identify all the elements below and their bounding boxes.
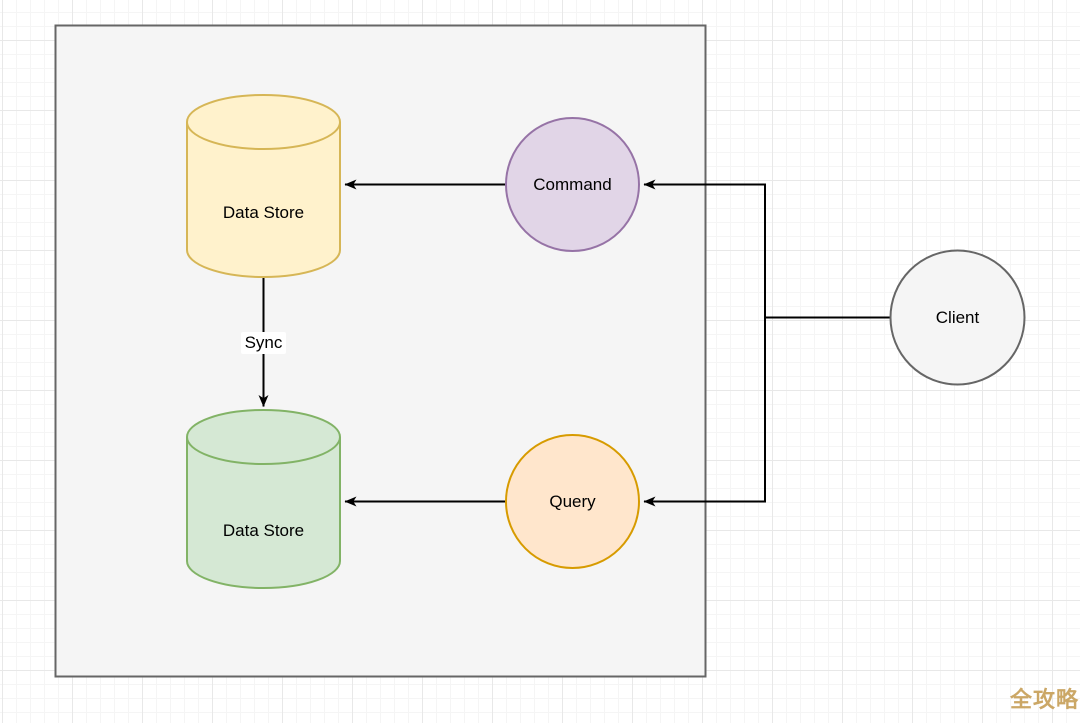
client-circle xyxy=(889,249,1026,386)
command-label: Command xyxy=(533,174,612,194)
client-label: Client xyxy=(935,307,980,327)
system-boundary-box xyxy=(54,24,707,678)
write-data-store-cylinder-top xyxy=(186,94,341,150)
query-label: Query xyxy=(549,491,596,511)
read-data-store-label: Data Store xyxy=(222,520,305,540)
command-circle xyxy=(505,117,640,252)
sync-edge-label-text: Sync xyxy=(240,331,287,355)
read-data-store-cylinder-body xyxy=(186,437,341,589)
write-data-store-label: Data Store xyxy=(222,202,305,222)
read-data-store-cylinder-top xyxy=(186,409,341,465)
watermark-text: 全攻略 xyxy=(1009,687,1079,712)
write-data-store-cylinder-body xyxy=(186,122,341,278)
query-circle xyxy=(505,434,640,569)
sync-edge-label: Sync xyxy=(187,330,340,356)
